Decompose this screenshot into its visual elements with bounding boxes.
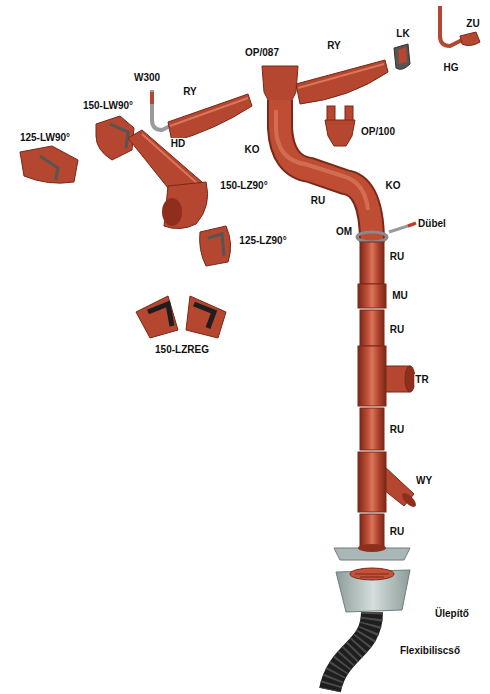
end-cap-part	[398, 47, 407, 64]
gutter-left-part	[168, 94, 252, 142]
part-code: HD	[170, 138, 186, 150]
adjustable-corner-part	[194, 304, 214, 328]
part-code: MU	[391, 290, 409, 302]
downpipe-part	[360, 408, 384, 450]
sediment-trap-part	[358, 544, 386, 552]
part-code: OM	[335, 226, 353, 238]
part-code: RU	[389, 526, 405, 538]
gutter-hook	[440, 6, 462, 46]
part-code: OP/087	[244, 47, 280, 59]
outlet-double-part	[325, 120, 355, 146]
part-code: RU	[389, 424, 405, 436]
pipe-ring-part	[408, 223, 416, 226]
downpipe-part	[360, 310, 384, 346]
part-code: HG	[443, 62, 460, 74]
part-code: 125-LW90°	[19, 132, 71, 144]
downpipe-part	[358, 346, 386, 406]
downpipe-part	[360, 514, 384, 546]
downpipe-part	[400, 491, 418, 509]
flexible-hose-part	[330, 612, 372, 690]
adjustable-corner-part	[136, 296, 178, 338]
downpipe-part	[358, 452, 386, 512]
downpipe-part	[358, 284, 386, 308]
gutter-right-part	[298, 64, 384, 88]
part-code: Ülepítő	[434, 608, 470, 620]
gutter-corner-small-part	[40, 156, 58, 180]
gutter-corner-part	[110, 124, 128, 148]
part-code: W300	[133, 72, 161, 84]
gutter-outer-corner-small	[200, 226, 231, 266]
gutter-right-part	[296, 60, 388, 104]
part-code: RU	[310, 195, 326, 207]
gutter-outer-corner-part	[162, 198, 182, 226]
part-code: 150-LZ90°	[219, 180, 268, 192]
part-code: RY	[326, 40, 342, 52]
part-code: Flexibiliscső	[399, 645, 461, 657]
gutter-clip-part	[460, 32, 480, 46]
part-code: WY	[415, 475, 433, 487]
gutter-outer-corner	[162, 182, 208, 229]
flexible-hose-part	[330, 612, 372, 690]
outlet-and-elbows-part	[276, 110, 368, 210]
pipe-ring-part	[357, 232, 387, 242]
gutter-hook-left-part	[150, 92, 154, 104]
sediment-trap-part	[350, 568, 394, 580]
part-code: 150-LZREG	[154, 344, 210, 356]
gutter-diagonal-part	[142, 134, 198, 184]
adjustable-corner-part	[148, 304, 172, 326]
flexible-hose	[330, 612, 372, 690]
gutter-left	[168, 94, 252, 142]
gutter-clip	[460, 32, 480, 46]
gutter-outer-corner-small-part	[200, 226, 231, 266]
part-code: TR	[414, 374, 429, 386]
gutter-outer-corner-small-part	[208, 234, 224, 256]
downpipe	[358, 242, 418, 546]
end-cap	[394, 44, 410, 69]
adjustable-corner	[136, 296, 226, 338]
part-code: 150-LW90°	[82, 100, 134, 112]
part-code: ZU	[465, 18, 480, 30]
part-code: RU	[389, 324, 405, 336]
gutter-right	[296, 60, 388, 104]
gutter-corner-small	[20, 146, 78, 183]
end-cap-part	[394, 44, 410, 69]
part-code: 125-LZ90°	[238, 235, 287, 247]
part-code: RU	[389, 251, 405, 263]
part-code: RY	[182, 86, 198, 98]
gutter-left-part	[170, 98, 248, 126]
outlet-and-elbows-part	[262, 66, 298, 104]
part-code: OP/100	[360, 126, 396, 138]
sediment-trap-part	[355, 574, 389, 577]
outlet-double	[325, 106, 355, 146]
adjustable-corner-part	[186, 296, 226, 338]
part-code: Dübel	[417, 218, 447, 230]
pipe-ring	[357, 223, 416, 242]
gutter-hook-part	[440, 6, 462, 46]
part-code: KO	[385, 180, 402, 192]
part-code: KO	[244, 144, 261, 156]
part-code: LK	[395, 28, 410, 40]
sediment-trap	[334, 544, 410, 612]
downpipe-part	[360, 242, 384, 284]
gutter-corner-small-part	[20, 146, 78, 183]
